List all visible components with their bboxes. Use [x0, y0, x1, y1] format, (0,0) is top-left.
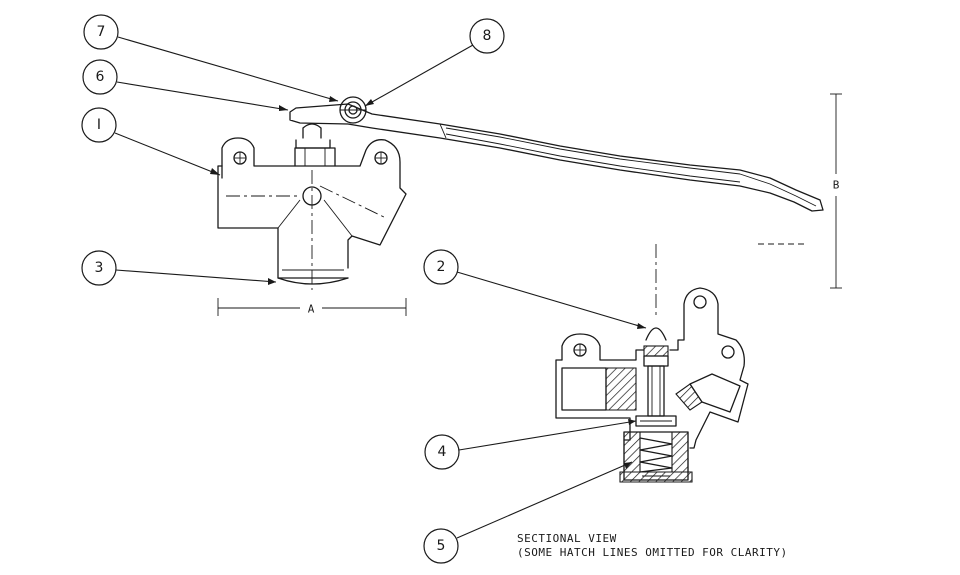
note-line-2: (SOME HATCH LINES OMITTED FOR CLARITY)	[517, 546, 788, 559]
balloon-1-label: I	[97, 117, 101, 133]
balloon-5-label: 5	[437, 538, 446, 554]
balloon-4-label: 4	[438, 444, 447, 460]
dimension-b: B	[758, 93, 842, 289]
balloon-6	[82, 59, 118, 95]
side-view-assembly: A B	[217, 93, 842, 316]
balloon-7-label: 7	[97, 24, 106, 40]
balloon-8	[469, 18, 505, 54]
dimension-b-label: B	[833, 179, 840, 192]
balloon-6-label: 6	[96, 69, 105, 85]
callout-balloons: 7 8 6 I 3 2 4 5	[81, 14, 647, 564]
balloon-5	[423, 528, 459, 564]
balloon-1	[81, 107, 117, 143]
balloon-3-label: 3	[95, 260, 104, 276]
pivot-bolt	[339, 96, 367, 124]
lever-handle	[289, 103, 824, 212]
sectional-view	[555, 244, 749, 483]
dimension-a: A	[217, 298, 407, 316]
balloon-2	[423, 249, 459, 285]
dimension-a-label: A	[308, 303, 315, 316]
valve-body	[217, 137, 407, 290]
balloon-8-label: 8	[483, 28, 492, 44]
plunger-cap	[294, 123, 336, 167]
balloon-2-label: 2	[437, 259, 446, 275]
balloon-3	[81, 250, 117, 286]
balloon-4	[424, 434, 460, 470]
sectional-view-note: SECTIONAL VIEW (SOME HATCH LINES OMITTED…	[517, 532, 788, 559]
balloon-7	[83, 14, 119, 50]
note-line-1: SECTIONAL VIEW	[517, 532, 617, 545]
